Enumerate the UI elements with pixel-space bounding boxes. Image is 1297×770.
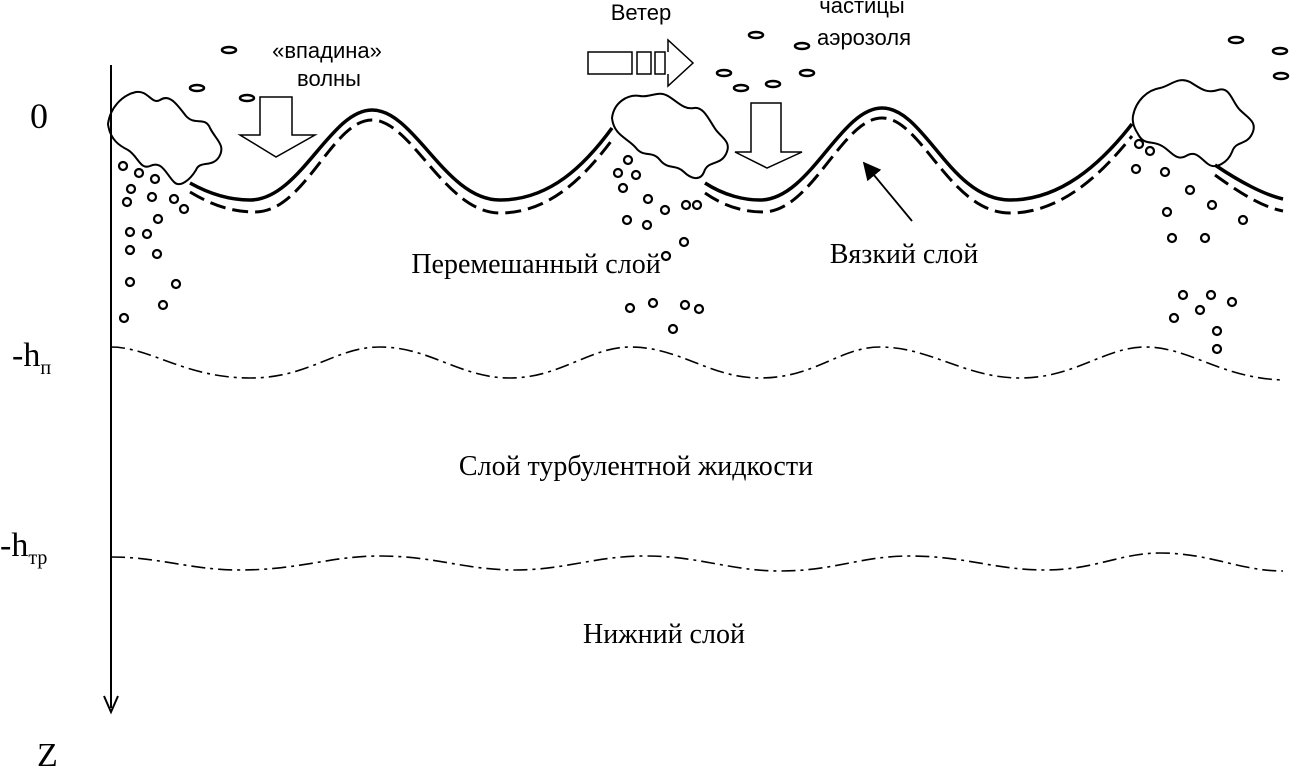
viscous-layer-boundary (189, 116, 1284, 215)
depth-axis (103, 65, 119, 715)
trough-label: «впадина» (272, 38, 382, 63)
breaking-wave-foam (106, 90, 223, 186)
turbulent-layer-depth-label: -hтр (0, 527, 47, 569)
depth-zero-label: 0 (30, 96, 48, 136)
mixed-layer-boundary (110, 346, 1284, 381)
turbulent-layer-label: Слой турбулентной жидкости (459, 451, 813, 482)
bottom-layer-label: Нижний слой (583, 619, 745, 650)
z-axis-label: Z (37, 737, 58, 770)
breaking-wave-foam (1131, 79, 1255, 168)
viscous-layer-pointer (862, 161, 913, 222)
aerosol-particles (188, 30, 1290, 103)
aerosol-label: частицы (819, 0, 904, 18)
breaking-wave-foam (610, 92, 729, 179)
mixed-layer-label: Перемешанный слой (411, 249, 660, 280)
wind-arrow (587, 38, 695, 88)
wave-surface (189, 106, 1284, 202)
viscous-layer-label: Вязкий слой (830, 239, 979, 270)
turbulent-layer-boundary (110, 552, 1284, 572)
wind-label: Ветер (611, 0, 671, 25)
trough-arrow (237, 96, 318, 158)
trough-arrow (734, 102, 803, 169)
aerosol-label: аэрозоля (817, 25, 911, 50)
mixed-layer-depth-label: -hп (12, 337, 51, 379)
trough-label: волны (297, 66, 361, 91)
bubbles (117, 138, 1249, 355)
